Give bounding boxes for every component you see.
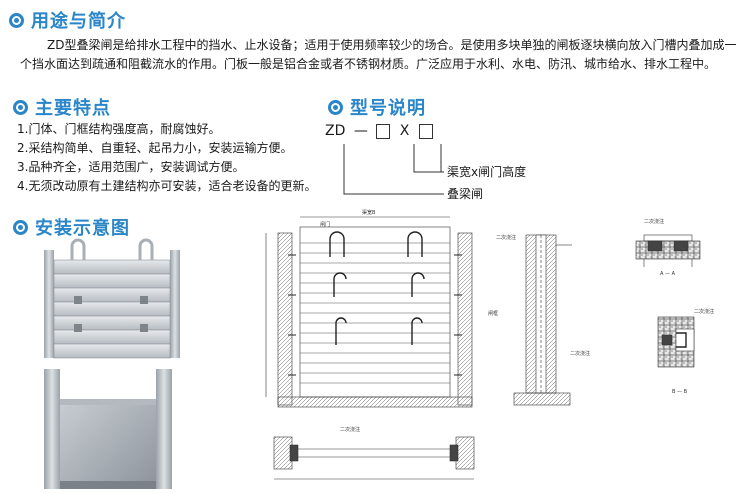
feature-item: 1.门体、门框结构强度高，耐腐蚀好。	[17, 122, 221, 136]
detail-middle: 二次浇注 B — B	[657, 308, 714, 395]
intro-paragraph: ZD型叠梁闸是给排水工程中的挡水、止水设备；适用于使用频率较少的场合。是使用多块…	[20, 36, 748, 74]
section-heading-intro: 用途与简介	[9, 7, 126, 33]
feature-item: 2.采结构简单、自重轻、起吊力小，安装运输方便。	[17, 141, 293, 155]
section-title-model: 型号说明	[350, 98, 426, 119]
model-leader-lines	[343, 144, 444, 195]
model-code: ZD — X	[325, 123, 433, 139]
drawing-grout-label: 二次浇注	[496, 234, 516, 241]
section-heading-model: 型号说明	[328, 94, 426, 120]
section-title-install: 安装示意图	[35, 218, 130, 239]
model-dash: —	[353, 123, 368, 139]
detail-top: 二次浇注 A — A	[635, 218, 701, 277]
drawing-frame-label: 闸框	[488, 310, 498, 317]
drawing-grout-label-4: 二次浇注	[694, 308, 714, 315]
section-heading-features: 主要特点	[13, 94, 111, 120]
front-elevation: 渠宽B 闸门	[265, 209, 473, 408]
section-heading-install: 安装示意图	[13, 214, 130, 240]
drawing-grout-label-2: 二次浇注	[570, 350, 590, 357]
intro-line-2: 个挡水面达到疏通和阻截流水的作用。门板一般是铝合金或者不锈钢材质。广泛应用于水利…	[20, 57, 717, 71]
gate-photo-bottom	[44, 369, 172, 489]
drawing-width-label: 渠宽B	[362, 209, 376, 216]
gate-photo-top	[44, 238, 180, 359]
circle-bullet-icon	[9, 12, 24, 28]
intro-line-1: ZD型叠梁闸是给排水工程中的挡水、止水设备；适用于使用频率较少的场合。是使用多块…	[47, 38, 737, 52]
model-times: X	[399, 123, 410, 139]
model-width-box	[376, 123, 391, 139]
model-height-box	[418, 123, 433, 139]
feature-item: 3.品种齐全，适用范围广，安装调试方便。	[17, 160, 245, 174]
drawing-section-label-2: B — B	[672, 389, 688, 395]
drawing-section-label: A — A	[660, 271, 676, 277]
model-label-size: 渠宽x闸门高度	[447, 165, 527, 179]
model-prefix: ZD	[325, 123, 346, 139]
circle-bullet-icon	[13, 99, 28, 115]
drawing-grout-label-3: 二次浇注	[644, 218, 664, 225]
circle-bullet-icon	[13, 219, 28, 235]
side-section: 二次浇注 闸框 二次浇注	[488, 234, 590, 406]
feature-item: 4.无须改动原有土建结构亦可安装，适合老设备的更新。	[17, 179, 317, 193]
drawing-grout-label-5: 二次浇注	[340, 426, 360, 433]
model-label-type: 叠梁闸	[447, 187, 484, 201]
plan-view: 二次浇注	[273, 426, 475, 480]
section-title-features: 主要特点	[35, 98, 111, 119]
features-list: 1.门体、门框结构强度高，耐腐蚀好。 2.采结构简单、自重轻、起吊力小，安装运输…	[17, 120, 316, 196]
section-title-intro: 用途与简介	[31, 11, 126, 32]
circle-bullet-icon	[328, 99, 343, 115]
drawing-gate-label: 闸门	[320, 221, 330, 228]
installation-drawing: 渠宽B 闸门 二次浇注 闸框 二次浇注 二次浇注 A — A 二次浇	[265, 209, 714, 480]
